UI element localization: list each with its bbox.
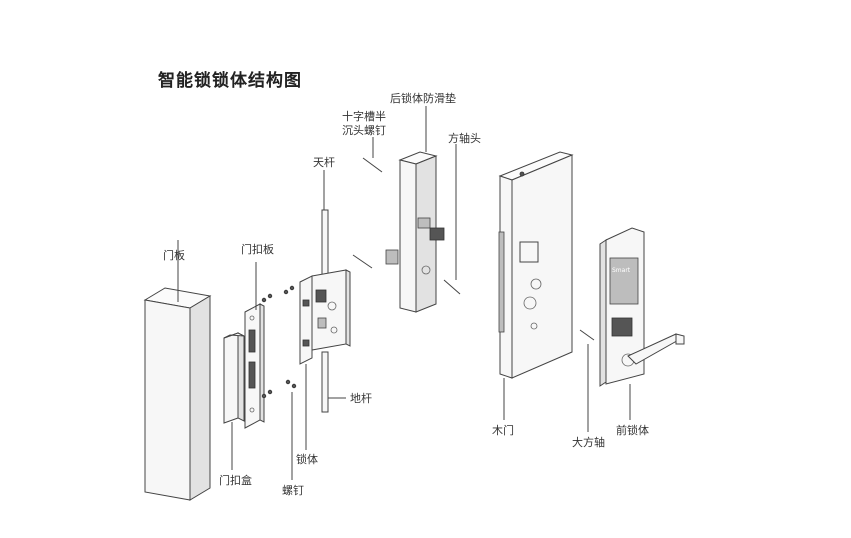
strike-plate-part — [244, 262, 265, 429]
label-big-square-shaft: 大方轴 — [572, 436, 605, 449]
label-square-shaft-head: 方轴头 — [448, 132, 481, 145]
bottom-rod-part — [321, 351, 346, 413]
square-shaft-head-part — [443, 144, 461, 295]
label-top-rod: 天杆 — [313, 156, 335, 169]
big-square-shaft-part — [579, 329, 595, 432]
label-rear-anti-slip: 后锁体防滑垫 — [390, 92, 456, 105]
label-door-panel: 门板 — [163, 249, 185, 262]
label-cross-screw-line2: 沉头螺钉 — [342, 124, 386, 137]
wood-door-part — [498, 151, 574, 420]
strike-box-part — [223, 332, 245, 470]
label-front-lock-body: 前锁体 — [616, 424, 649, 437]
label-lock-body: 锁体 — [296, 453, 318, 466]
label-bottom-rod: 地杆 — [350, 392, 372, 405]
screws-part — [261, 285, 297, 480]
page-title: 智能锁锁体结构图 — [158, 71, 302, 91]
label-cross-screw-line1: 十字槽半 — [342, 110, 386, 123]
front-lock-brand: Smart — [612, 267, 631, 274]
front-lock-body-part — [599, 227, 685, 420]
label-strike-plate: 门扣板 — [241, 243, 274, 256]
label-screw: 螺钉 — [282, 484, 304, 497]
cross-screws-part — [352, 137, 383, 269]
label-wood-door: 木门 — [492, 424, 514, 437]
rear-lock-body-part — [385, 106, 445, 313]
label-strike-box: 门扣盒 — [219, 474, 252, 487]
lock-body-part — [299, 269, 351, 450]
top-rod-part — [321, 170, 329, 277]
door-panel-part — [143, 240, 212, 501]
